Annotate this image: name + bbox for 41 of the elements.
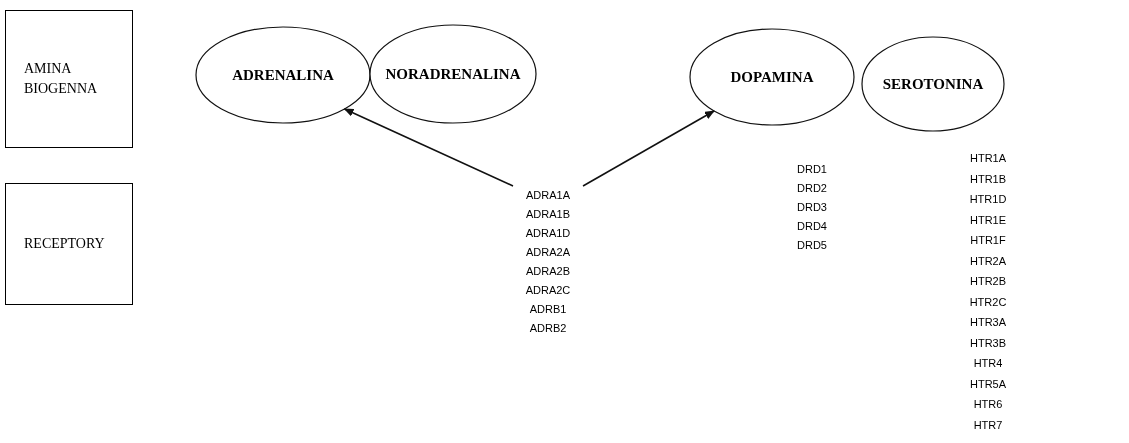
arrow [343, 108, 514, 187]
ellipse-node [689, 28, 855, 126]
receptor-name: HTR1E [969, 212, 1007, 228]
receptor-name: DRD2 [797, 181, 827, 196]
receptor-name: HTR6 [973, 397, 1003, 412]
ellipse-label: ADRENALINA [232, 65, 334, 85]
box-label: RECEPTORY [24, 235, 106, 253]
receptor-name: DRD1 [797, 162, 827, 177]
receptor-name: DRD5 [797, 238, 827, 253]
ellipse-node [195, 26, 371, 124]
receptor-name: ADRB2 [529, 321, 567, 336]
receptor-name: ADRA1D [525, 226, 571, 241]
receptor-name: ADRA1B [526, 207, 570, 222]
receptor-name: HTR2B [969, 274, 1007, 289]
receptor-name: HTR1F [970, 233, 1006, 248]
box-label: AMINA BIOGENNA [24, 60, 99, 98]
receptor-name: HTR2C [969, 294, 1007, 310]
receptor-name: DRD3 [797, 200, 827, 215]
ellipse-node [861, 36, 1005, 132]
receptor-name: DRD4 [797, 219, 827, 234]
receptor-name: HTR4 [973, 356, 1003, 371]
receptor-name: ADRA2A [526, 245, 570, 260]
receptor-name: ADRA2C [525, 283, 571, 298]
receptor-name: ADRA1A [526, 188, 570, 203]
receptor-name: HTR1B [969, 171, 1007, 187]
receptor-name: HTR3B [969, 335, 1007, 351]
ellipse-node [369, 24, 537, 124]
label-box [5, 183, 133, 305]
receptor-name: HTR1A [969, 151, 1007, 166]
receptor-name: HTR2A [969, 253, 1007, 269]
receptor-name: ADRB1 [529, 302, 567, 317]
arrow [582, 110, 715, 187]
receptor-name: HTR5A [969, 376, 1007, 392]
receptor-name: HTR7 [973, 417, 1003, 433]
receptor-name: HTR3A [969, 315, 1007, 330]
ellipse-label: SEROTONINA [882, 74, 984, 94]
label-box [5, 10, 133, 148]
ellipse-label: DOPAMINA [730, 67, 814, 87]
ellipse-label: NORADRENALINA [385, 64, 521, 84]
receptor-name: HTR1D [969, 192, 1007, 207]
receptor-name: ADRA2B [526, 264, 570, 279]
